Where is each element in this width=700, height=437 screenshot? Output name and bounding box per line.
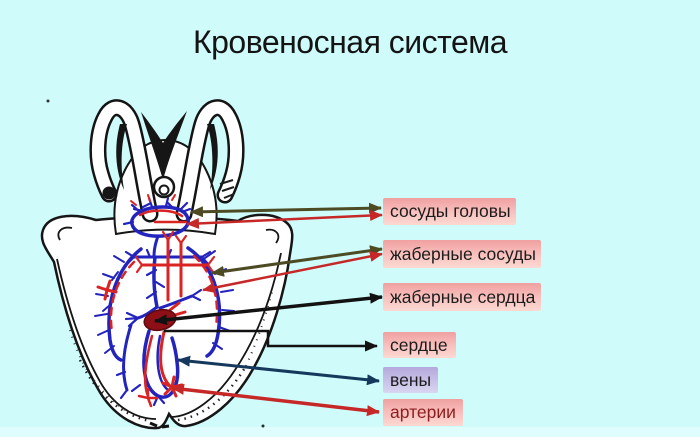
label-arteries: артерии <box>383 399 463 426</box>
artery-forks <box>161 230 188 245</box>
below-heart-vein-inner <box>156 334 170 392</box>
ink-speck-top-left <box>46 99 50 103</box>
left-descending-vein <box>122 323 133 392</box>
left-arm-shading <box>116 124 127 190</box>
bottom-artery-star-2 <box>137 387 159 408</box>
cuttlefish-illustration <box>40 99 294 430</box>
left-gill-artery <box>109 260 136 334</box>
tail-notch-marks <box>149 421 170 429</box>
shoulder-bump-right <box>265 228 280 244</box>
right-arm-shading <box>207 124 218 190</box>
fin-inner-line-left <box>56 258 157 420</box>
ring-artery-tips <box>130 194 176 206</box>
label-veins-text: вены <box>390 369 432 390</box>
label-heart-text: сердце <box>390 334 448 355</box>
right-arm <box>175 99 245 223</box>
page-title: Кровеносная система <box>192 24 508 60</box>
neck-vein <box>152 234 160 258</box>
label-gill-hearts-text: жаберные сердца <box>390 286 536 307</box>
bottom-vein-twigs <box>115 370 166 407</box>
inter-arm-shadow <box>141 111 187 180</box>
label-gill-vessels: жаберные сосуды <box>383 240 541 268</box>
connector-lines <box>154 202 383 417</box>
head-vessel-ring <box>130 205 190 238</box>
label-heart: сердце <box>383 332 456 358</box>
left-gill-twigs <box>94 255 125 354</box>
head-ring-twigs <box>122 196 192 226</box>
right-arm-sucker-ribs <box>219 179 235 199</box>
bottom-margin <box>0 427 700 437</box>
left-artery-star <box>96 279 118 301</box>
below-heart-artery-1 <box>159 330 172 388</box>
connector-heart <box>164 329 378 352</box>
ring-artery-arc <box>138 209 184 218</box>
connector-gill-hearts <box>154 292 383 326</box>
left-arm-tip <box>102 186 116 200</box>
label-arteries-text: артерии <box>390 402 456 422</box>
siphon-inner-circle <box>158 184 170 196</box>
left-arm <box>89 99 159 223</box>
label-head-vessels-text: сосуды головы <box>390 201 511 221</box>
label-veins: вены <box>383 367 438 393</box>
left-gill-vein-arc <box>107 247 143 362</box>
connector-arteries <box>171 383 380 417</box>
label-head-vessels: сосуды головы <box>383 198 516 225</box>
connector-head-vessels-red <box>186 210 383 229</box>
label-gill-hearts: жаберные сердца <box>383 283 541 311</box>
connector-gill-vessels-red <box>202 250 383 294</box>
label-gill-vessels-text: жаберные сосуды <box>390 243 536 264</box>
connector-head-vessels-dark <box>190 202 382 218</box>
shoulder-bump-left <box>57 226 73 241</box>
ink-speck-bottom <box>261 424 265 428</box>
connector-veins <box>177 355 380 386</box>
